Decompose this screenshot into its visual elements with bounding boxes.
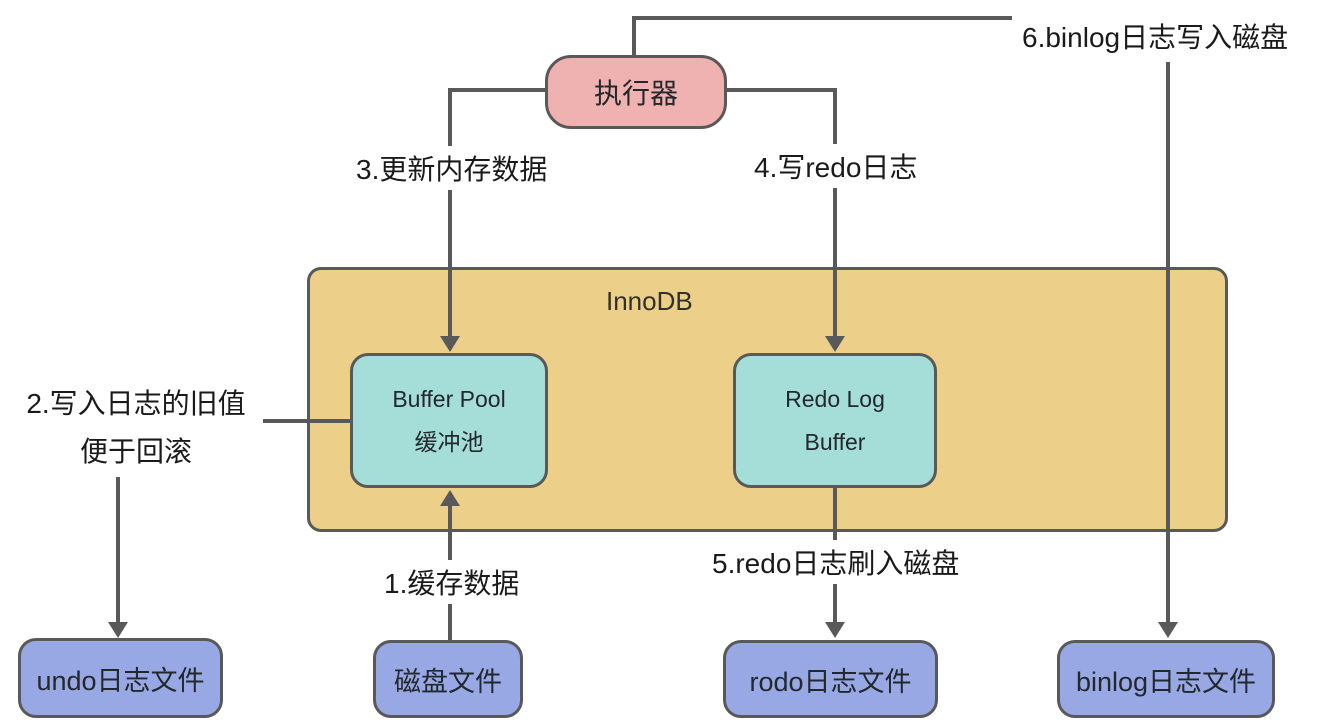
arrowhead-down-icon — [440, 336, 460, 352]
executor-to-bufferpool-line-horizontal — [448, 88, 547, 92]
step2-label-line2: 便于回滚 — [79, 436, 192, 467]
step1-label: 1.缓存数据 — [378, 560, 526, 604]
redo-log-file-node: rodo日志文件 — [723, 640, 938, 718]
undo-log-file-node: undo日志文件 — [18, 638, 223, 718]
arrowhead-down-icon — [825, 336, 845, 352]
step3-label: 3.更新内存数据 — [350, 146, 554, 190]
step2-label-line1: 2.写入日志的旧值 — [26, 388, 246, 419]
step5-label: 5.redo日志刷入磁盘 — [706, 540, 966, 584]
step2-label: 2.写入日志的旧值 便于回滚 — [18, 380, 254, 476]
arrowhead-up-icon — [440, 490, 460, 506]
redo-log-buffer-node: Redo Log Buffer — [733, 353, 937, 488]
executor-to-redobuffer-line-vertical — [833, 88, 837, 338]
step4-label: 4.写redo日志 — [748, 144, 924, 188]
buffer-pool-label-cn: 缓冲池 — [414, 428, 484, 455]
arrowhead-down-icon — [108, 622, 128, 638]
step6-label: 6.binlog日志写入磁盘 — [1012, 10, 1299, 62]
bufferpool-to-undo-label-line — [263, 419, 352, 423]
redo-log-buffer-label-line2: Buffer — [804, 428, 866, 455]
buffer-pool-label-en: Buffer Pool — [392, 385, 506, 412]
disk-file-node: 磁盘文件 — [373, 640, 523, 718]
binlog-write-line-vertical — [1166, 16, 1170, 624]
innodb-title: InnoDB — [606, 286, 693, 316]
executor-to-binlog-line-horizontal — [632, 16, 1170, 20]
arrowhead-down-icon — [1158, 622, 1178, 638]
arrowhead-down-icon — [825, 622, 845, 638]
binlog-log-file-node: binlog日志文件 — [1057, 640, 1275, 718]
executor-to-binlog-line-up — [632, 16, 636, 57]
executor-node: 执行器 — [545, 55, 727, 129]
redo-log-buffer-label-line1: Redo Log — [785, 385, 885, 412]
buffer-pool-node: Buffer Pool 缓冲池 — [350, 353, 548, 488]
executor-to-redobuffer-line-horizontal — [727, 88, 837, 92]
executor-to-bufferpool-line-vertical — [448, 88, 452, 338]
undo-label-to-undofile-line — [116, 477, 120, 623]
